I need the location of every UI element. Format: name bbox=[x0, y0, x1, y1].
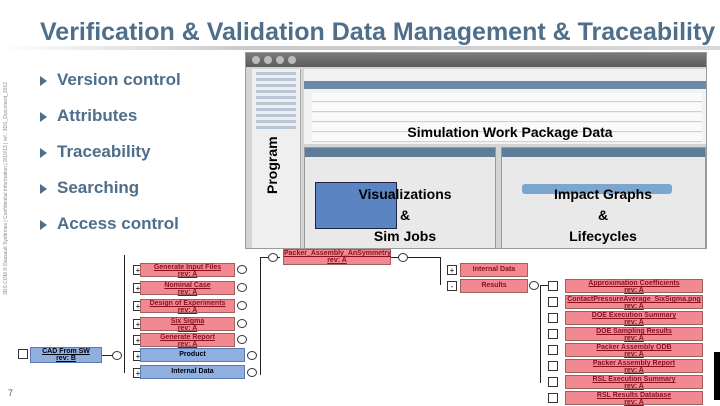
bullet-arrow-icon bbox=[40, 148, 47, 158]
link-icon[interactable] bbox=[247, 368, 257, 377]
table-row bbox=[312, 133, 702, 142]
lifecycles-label: Lifecycles bbox=[569, 228, 637, 244]
link-icon[interactable] bbox=[398, 253, 408, 262]
flow-node-mid-results[interactable]: Results bbox=[460, 279, 528, 293]
toolbar-icon bbox=[264, 56, 272, 64]
node-checkbox[interactable] bbox=[548, 393, 558, 403]
link-icon[interactable] bbox=[237, 319, 247, 328]
app-screenshot bbox=[245, 52, 707, 249]
link-icon[interactable] bbox=[268, 253, 278, 262]
page-number: 7 bbox=[8, 388, 14, 398]
bullet-text: Attributes bbox=[57, 106, 138, 125]
panel-header bbox=[305, 148, 495, 157]
slide-title: Verification & Validation Data Managemen… bbox=[40, 18, 716, 46]
flow-node-mid-internal-data[interactable]: Internal Data bbox=[460, 263, 528, 277]
table-header bbox=[304, 81, 706, 89]
node-checkbox[interactable] bbox=[548, 329, 558, 339]
node-checkbox[interactable] bbox=[548, 377, 558, 387]
edge-bar bbox=[714, 352, 720, 400]
bullet-text: Searching bbox=[57, 178, 140, 197]
impact-graph-panel bbox=[501, 147, 706, 248]
toolbar-icon bbox=[252, 56, 260, 64]
bullet-arrow-icon bbox=[40, 184, 47, 194]
root-checkbox[interactable] bbox=[18, 349, 28, 359]
link-icon[interactable] bbox=[237, 335, 247, 344]
table-row bbox=[312, 113, 702, 122]
flow-node-internal-data[interactable]: Internal Data bbox=[140, 365, 245, 379]
node-checkbox[interactable]: + bbox=[447, 265, 457, 275]
panel-header bbox=[502, 148, 705, 157]
bullet-text: Traceability bbox=[57, 142, 151, 161]
visualizations-amp: & bbox=[399, 207, 411, 223]
table-row bbox=[312, 123, 702, 132]
link-icon[interactable] bbox=[237, 265, 247, 274]
sim-jobs-label: Sim Jobs bbox=[373, 228, 437, 244]
toolbar-icon bbox=[276, 56, 284, 64]
bullet-text: Access control bbox=[57, 214, 179, 233]
node-checkbox[interactable] bbox=[548, 313, 558, 323]
program-tree-pane bbox=[252, 69, 301, 248]
result-chart bbox=[315, 182, 397, 229]
sim-wp-label: Simulation Work Package Data bbox=[407, 124, 613, 140]
toolbar-icon bbox=[288, 56, 296, 64]
visualizations-label: Visualizations bbox=[358, 186, 452, 202]
link-icon[interactable] bbox=[529, 281, 539, 290]
node-checkbox[interactable] bbox=[548, 361, 558, 371]
table-row bbox=[312, 103, 702, 112]
impact-graphs-amp: & bbox=[597, 207, 609, 223]
link-icon[interactable] bbox=[237, 283, 247, 292]
node-checkbox[interactable]: - bbox=[447, 281, 457, 291]
link-icon[interactable] bbox=[112, 351, 122, 360]
program-label: Program bbox=[264, 136, 280, 194]
bullet-arrow-icon bbox=[40, 112, 47, 122]
app-toolbar bbox=[246, 53, 706, 67]
visualization-panel bbox=[304, 147, 496, 248]
work-package-table bbox=[304, 69, 706, 144]
flow-node-product[interactable]: Product bbox=[140, 348, 245, 362]
link-icon[interactable] bbox=[247, 351, 257, 360]
title-divider bbox=[0, 46, 720, 50]
node-checkbox[interactable] bbox=[548, 281, 558, 291]
impact-graph bbox=[522, 184, 672, 194]
impact-graphs-label: Impact Graphs bbox=[553, 186, 653, 202]
link-icon[interactable] bbox=[237, 301, 247, 310]
node-checkbox[interactable] bbox=[548, 345, 558, 355]
node-checkbox[interactable] bbox=[548, 297, 558, 307]
bullet-text: Version control bbox=[57, 70, 181, 89]
table-row bbox=[312, 93, 702, 102]
bullet-arrow-icon bbox=[40, 76, 47, 86]
bullet-arrow-icon bbox=[40, 220, 47, 230]
